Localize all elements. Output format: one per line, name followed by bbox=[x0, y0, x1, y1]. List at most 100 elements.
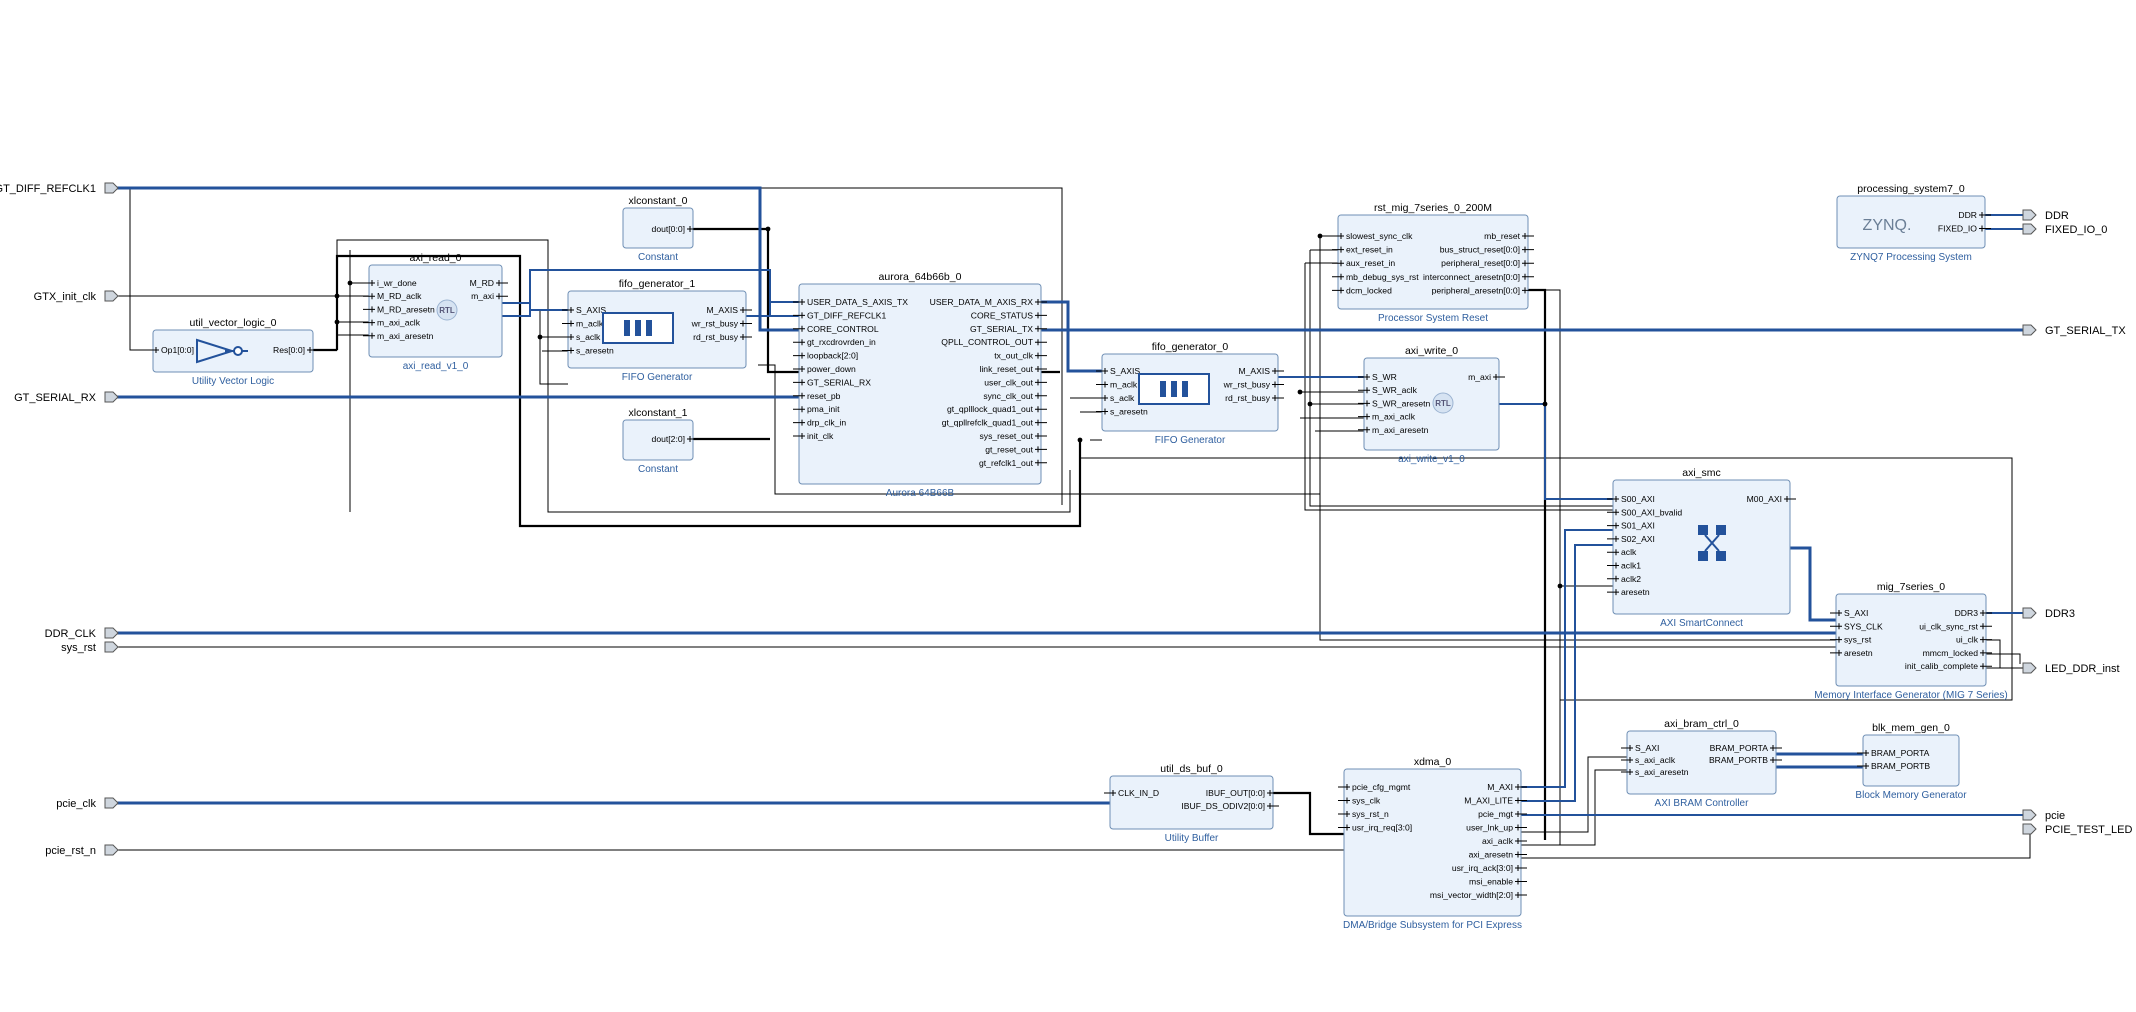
pin-connector[interactable] bbox=[1830, 623, 1842, 630]
pin-connector[interactable] bbox=[1104, 790, 1116, 796]
pin-connector[interactable] bbox=[307, 347, 319, 353]
block-body[interactable] bbox=[1337, 214, 1529, 310]
pin-connector[interactable] bbox=[1515, 811, 1527, 817]
block-body[interactable] bbox=[1363, 357, 1500, 451]
pin-connector[interactable] bbox=[1035, 433, 1047, 439]
external-port-pcie-clk[interactable]: pcie_clk bbox=[56, 797, 119, 810]
external-port-pcie[interactable]: pcie bbox=[2022, 809, 2065, 822]
pin-connector[interactable] bbox=[1522, 233, 1534, 239]
pin-connector[interactable] bbox=[1522, 260, 1534, 267]
pin-connector[interactable] bbox=[740, 320, 752, 327]
pin-connector[interactable] bbox=[1979, 212, 1991, 218]
connection-wire[interactable] bbox=[1273, 791, 1344, 836]
pin-connector[interactable] bbox=[1857, 763, 1869, 769]
pin-connector[interactable] bbox=[793, 433, 805, 439]
pin-connector[interactable] bbox=[1332, 273, 1344, 280]
pin-connector[interactable] bbox=[793, 366, 805, 372]
pin-connector[interactable] bbox=[1358, 387, 1370, 394]
pin-connector[interactable] bbox=[1096, 408, 1108, 415]
connection-wire[interactable] bbox=[746, 301, 799, 317]
pin-connector[interactable] bbox=[1358, 413, 1370, 420]
connection-wire[interactable] bbox=[1521, 756, 1627, 833]
pin-connector[interactable] bbox=[1272, 381, 1284, 388]
connection-wire[interactable] bbox=[1986, 653, 2021, 664]
pin-connector[interactable] bbox=[1035, 325, 1047, 332]
external-port-pcie-test-led[interactable]: PCIE_TEST_LED bbox=[2022, 823, 2132, 836]
pin-connector[interactable] bbox=[1332, 260, 1344, 267]
pin-connector[interactable] bbox=[1096, 395, 1108, 401]
pin-connector[interactable] bbox=[1035, 379, 1047, 386]
external-port-led-ddr-inst[interactable]: LED_DDR_inst bbox=[2022, 662, 2120, 675]
external-port-ddr3[interactable]: DDR3 bbox=[2022, 607, 2075, 620]
pin-connector[interactable] bbox=[793, 392, 805, 399]
connection-wire[interactable] bbox=[1041, 300, 1102, 373]
external-port-ddr[interactable]: DDR bbox=[2022, 209, 2069, 222]
block-body[interactable] bbox=[622, 419, 694, 461]
pin-connector[interactable] bbox=[1338, 811, 1350, 817]
block-body[interactable] bbox=[1862, 734, 1960, 787]
pin-connector[interactable] bbox=[1515, 824, 1527, 831]
pin-connector[interactable] bbox=[1515, 892, 1527, 898]
pin-connector[interactable] bbox=[1338, 784, 1350, 790]
pin-connector[interactable] bbox=[1607, 549, 1619, 556]
pin-connector[interactable] bbox=[1035, 352, 1047, 359]
pin-connector[interactable] bbox=[793, 406, 805, 413]
pin-connector[interactable] bbox=[1980, 610, 1992, 616]
pin-connector[interactable] bbox=[1980, 663, 1992, 670]
connection-wire[interactable] bbox=[502, 302, 568, 311]
connection-wire[interactable] bbox=[1499, 403, 1613, 500]
connection-wire[interactable] bbox=[539, 310, 568, 385]
pin-connector[interactable] bbox=[1621, 757, 1633, 763]
connection-wire[interactable] bbox=[1521, 826, 2031, 859]
pin-connector[interactable] bbox=[1515, 784, 1527, 790]
connection-wire[interactable] bbox=[113, 186, 799, 332]
external-port-gtx-init-clk[interactable]: GTX_init_clk bbox=[34, 290, 119, 303]
pin-connector[interactable] bbox=[793, 312, 805, 319]
pin-connector[interactable] bbox=[1332, 246, 1344, 253]
pin-connector[interactable] bbox=[1035, 299, 1047, 305]
block-body[interactable] bbox=[1626, 730, 1777, 795]
connection-wire[interactable] bbox=[336, 239, 1071, 513]
pin-connector[interactable] bbox=[793, 379, 805, 386]
pin-connector[interactable] bbox=[1515, 838, 1527, 844]
pin-connector[interactable] bbox=[1980, 649, 1992, 656]
pin-connector[interactable] bbox=[1272, 368, 1284, 374]
connection-wire[interactable] bbox=[502, 269, 799, 317]
pin-connector[interactable] bbox=[1358, 374, 1370, 380]
connection-wire[interactable] bbox=[1309, 250, 1613, 507]
pin-connector[interactable] bbox=[687, 226, 699, 232]
pin-connector[interactable] bbox=[1035, 339, 1047, 346]
pin-connector[interactable] bbox=[562, 320, 574, 327]
pin-connector[interactable] bbox=[1035, 446, 1047, 453]
block-body[interactable] bbox=[1109, 775, 1274, 830]
pin-connector[interactable] bbox=[147, 347, 159, 353]
pin-connector[interactable] bbox=[1332, 287, 1344, 294]
pin-connector[interactable] bbox=[1607, 522, 1619, 529]
external-port-pcie-rst-n[interactable]: pcie_rst_n bbox=[45, 844, 119, 857]
connection-wire[interactable] bbox=[1304, 263, 1620, 511]
connection-wire[interactable] bbox=[129, 188, 153, 351]
pin-connector[interactable] bbox=[1770, 757, 1782, 763]
connection-wire[interactable] bbox=[758, 364, 1836, 641]
pin-connector[interactable] bbox=[562, 347, 574, 354]
connection-wire[interactable] bbox=[313, 321, 369, 351]
pin-connector[interactable] bbox=[1035, 459, 1047, 466]
pin-connector[interactable] bbox=[496, 293, 508, 300]
connection-wire[interactable] bbox=[335, 254, 1082, 528]
pin-connector[interactable] bbox=[1980, 623, 1992, 630]
pin-connector[interactable] bbox=[1980, 636, 1992, 643]
pin-connector[interactable] bbox=[363, 280, 375, 286]
pin-connector[interactable] bbox=[740, 334, 752, 340]
external-port-gt-serial-rx[interactable]: GT_SERIAL_RX bbox=[14, 391, 119, 404]
pin-connector[interactable] bbox=[1607, 496, 1619, 502]
pin-connector[interactable] bbox=[793, 299, 805, 305]
